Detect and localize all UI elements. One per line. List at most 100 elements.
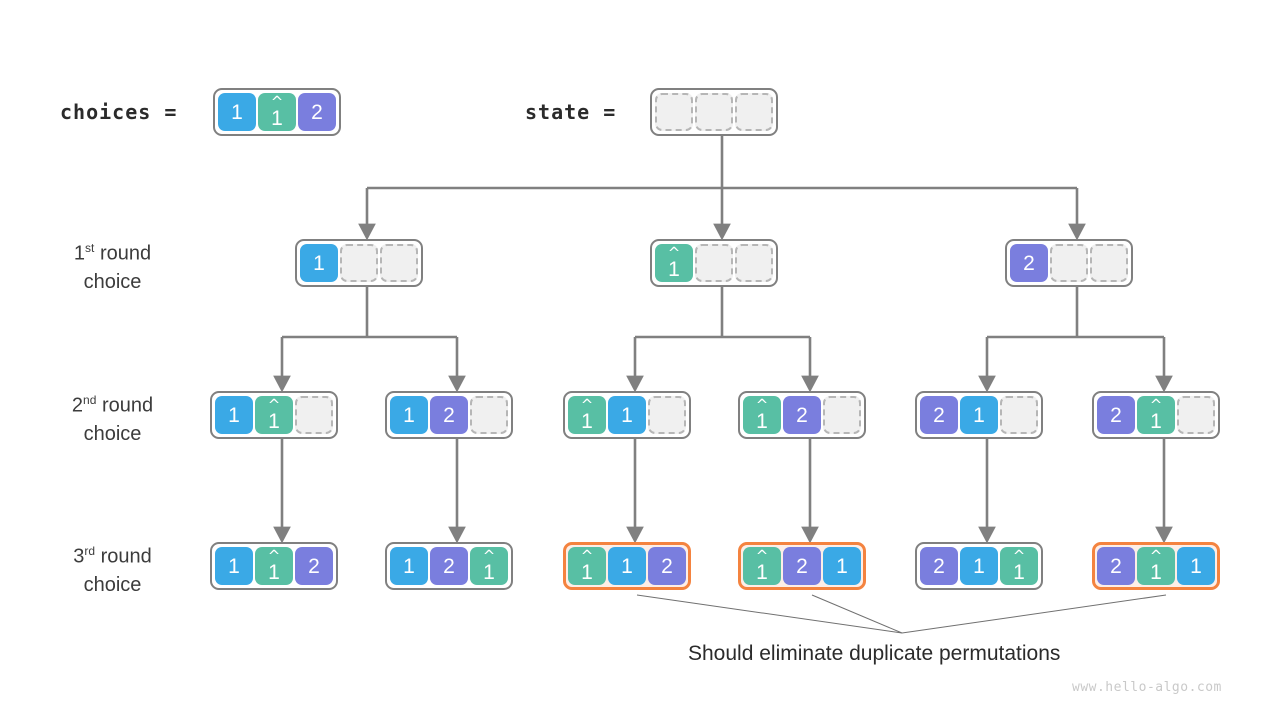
value-cell: 1 <box>215 396 253 434</box>
cell-value: 1 <box>268 409 280 433</box>
cell-value: 1 <box>313 251 325 275</box>
value-cell: ^1 <box>470 547 508 585</box>
value-cell: 2 <box>648 547 686 585</box>
round-label-2: 2nd round choice <box>35 386 190 448</box>
state-label: state = <box>525 100 617 124</box>
empty-cell <box>470 396 508 434</box>
cell-value: 1 <box>1150 409 1162 433</box>
cell-value: 2 <box>796 554 808 578</box>
cell-value: 1 <box>836 554 848 578</box>
value-cell: 1 <box>608 396 646 434</box>
cell-value: 1 <box>973 403 985 427</box>
cell-value: 1 <box>668 257 680 281</box>
value-cell: 2 <box>1097 396 1135 434</box>
value-cell: ^1 <box>568 396 606 434</box>
hat-accent-icon: ^ <box>270 93 284 111</box>
value-cell: 2 <box>783 396 821 434</box>
hat-accent-icon: ^ <box>755 396 769 414</box>
empty-cell <box>823 396 861 434</box>
value-cell: 2 <box>430 396 468 434</box>
empty-cell <box>1177 396 1215 434</box>
value-cell: 2 <box>920 396 958 434</box>
value-cell: 1 <box>1177 547 1215 585</box>
value-cell: 1 <box>960 396 998 434</box>
empty-cell <box>695 93 733 131</box>
state-array <box>650 88 778 136</box>
hat-accent-icon: ^ <box>1149 547 1163 565</box>
cell-value: 1 <box>403 403 415 427</box>
value-cell: 2 <box>920 547 958 585</box>
value-cell: ^1 <box>1137 547 1175 585</box>
empty-cell <box>1050 244 1088 282</box>
level2-node-4: ^1 2 <box>738 391 866 439</box>
hat-accent-icon: ^ <box>267 396 281 414</box>
empty-cell <box>1090 244 1128 282</box>
value-cell: 1 <box>823 547 861 585</box>
cell-value: 2 <box>308 554 320 578</box>
value-cell: 1 <box>960 547 998 585</box>
value-cell: ^1 <box>258 93 296 131</box>
value-cell: ^1 <box>255 547 293 585</box>
level1-node-3: 2 <box>1005 239 1133 287</box>
round-line2: choice <box>83 270 142 293</box>
round-ordinal: 1 <box>73 242 86 265</box>
level2-node-6: 2 ^1 <box>1092 391 1220 439</box>
value-cell: 2 <box>430 547 468 585</box>
hat-accent-icon: ^ <box>267 547 281 565</box>
round-word: round <box>100 545 152 568</box>
cell-value: 1 <box>228 554 240 578</box>
empty-cell <box>695 244 733 282</box>
round-ordinal: 3 <box>73 545 85 568</box>
callout-leaders <box>636 594 1167 634</box>
round-line2: choice <box>83 422 142 445</box>
hat-accent-icon: ^ <box>1012 547 1026 565</box>
empty-cell <box>735 244 773 282</box>
cell-value: 1 <box>581 409 593 433</box>
cell-value: 2 <box>1023 251 1035 275</box>
round-suffix: nd <box>83 393 97 407</box>
cell-value: 1 <box>1190 554 1202 578</box>
round-suffix: st <box>85 241 95 255</box>
hat-accent-icon: ^ <box>755 547 769 565</box>
cell-value: 2 <box>1110 403 1122 427</box>
cell-value: 2 <box>443 554 455 578</box>
value-cell: 1 <box>218 93 256 131</box>
cell-value: 2 <box>796 403 808 427</box>
cell-value: 1 <box>483 560 495 584</box>
cell-value: 1 <box>271 106 283 130</box>
level2-node-1: 1^1 <box>210 391 338 439</box>
cell-value: 1 <box>756 560 768 584</box>
value-cell: ^1 <box>1137 396 1175 434</box>
hat-accent-icon: ^ <box>1149 396 1163 414</box>
value-cell: ^1 <box>655 244 693 282</box>
value-cell: ^1 <box>255 396 293 434</box>
empty-cell <box>648 396 686 434</box>
cell-value: 1 <box>621 554 633 578</box>
hat-accent-icon: ^ <box>580 547 594 565</box>
hat-accent-icon: ^ <box>667 244 681 262</box>
cell-value: 2 <box>933 554 945 578</box>
round-label-3: 3rd round choice <box>35 537 190 599</box>
cell-value: 1 <box>268 560 280 584</box>
caption-text: Should eliminate duplicate permutations <box>688 642 1061 665</box>
level3-node-2: 1 2 ^1 <box>385 542 513 590</box>
round-word: round <box>101 394 154 417</box>
level1-node-1: 1 <box>295 239 423 287</box>
cell-value: 1 <box>228 403 240 427</box>
value-cell: 1 <box>608 547 646 585</box>
cell-value: 1 <box>621 403 633 427</box>
value-cell: 2 <box>1010 244 1048 282</box>
cell-value: 2 <box>1110 554 1122 578</box>
cell-value: 1 <box>231 100 243 124</box>
round-word: round <box>99 242 152 265</box>
cell-value: 1 <box>756 409 768 433</box>
value-cell: 1 <box>215 547 253 585</box>
